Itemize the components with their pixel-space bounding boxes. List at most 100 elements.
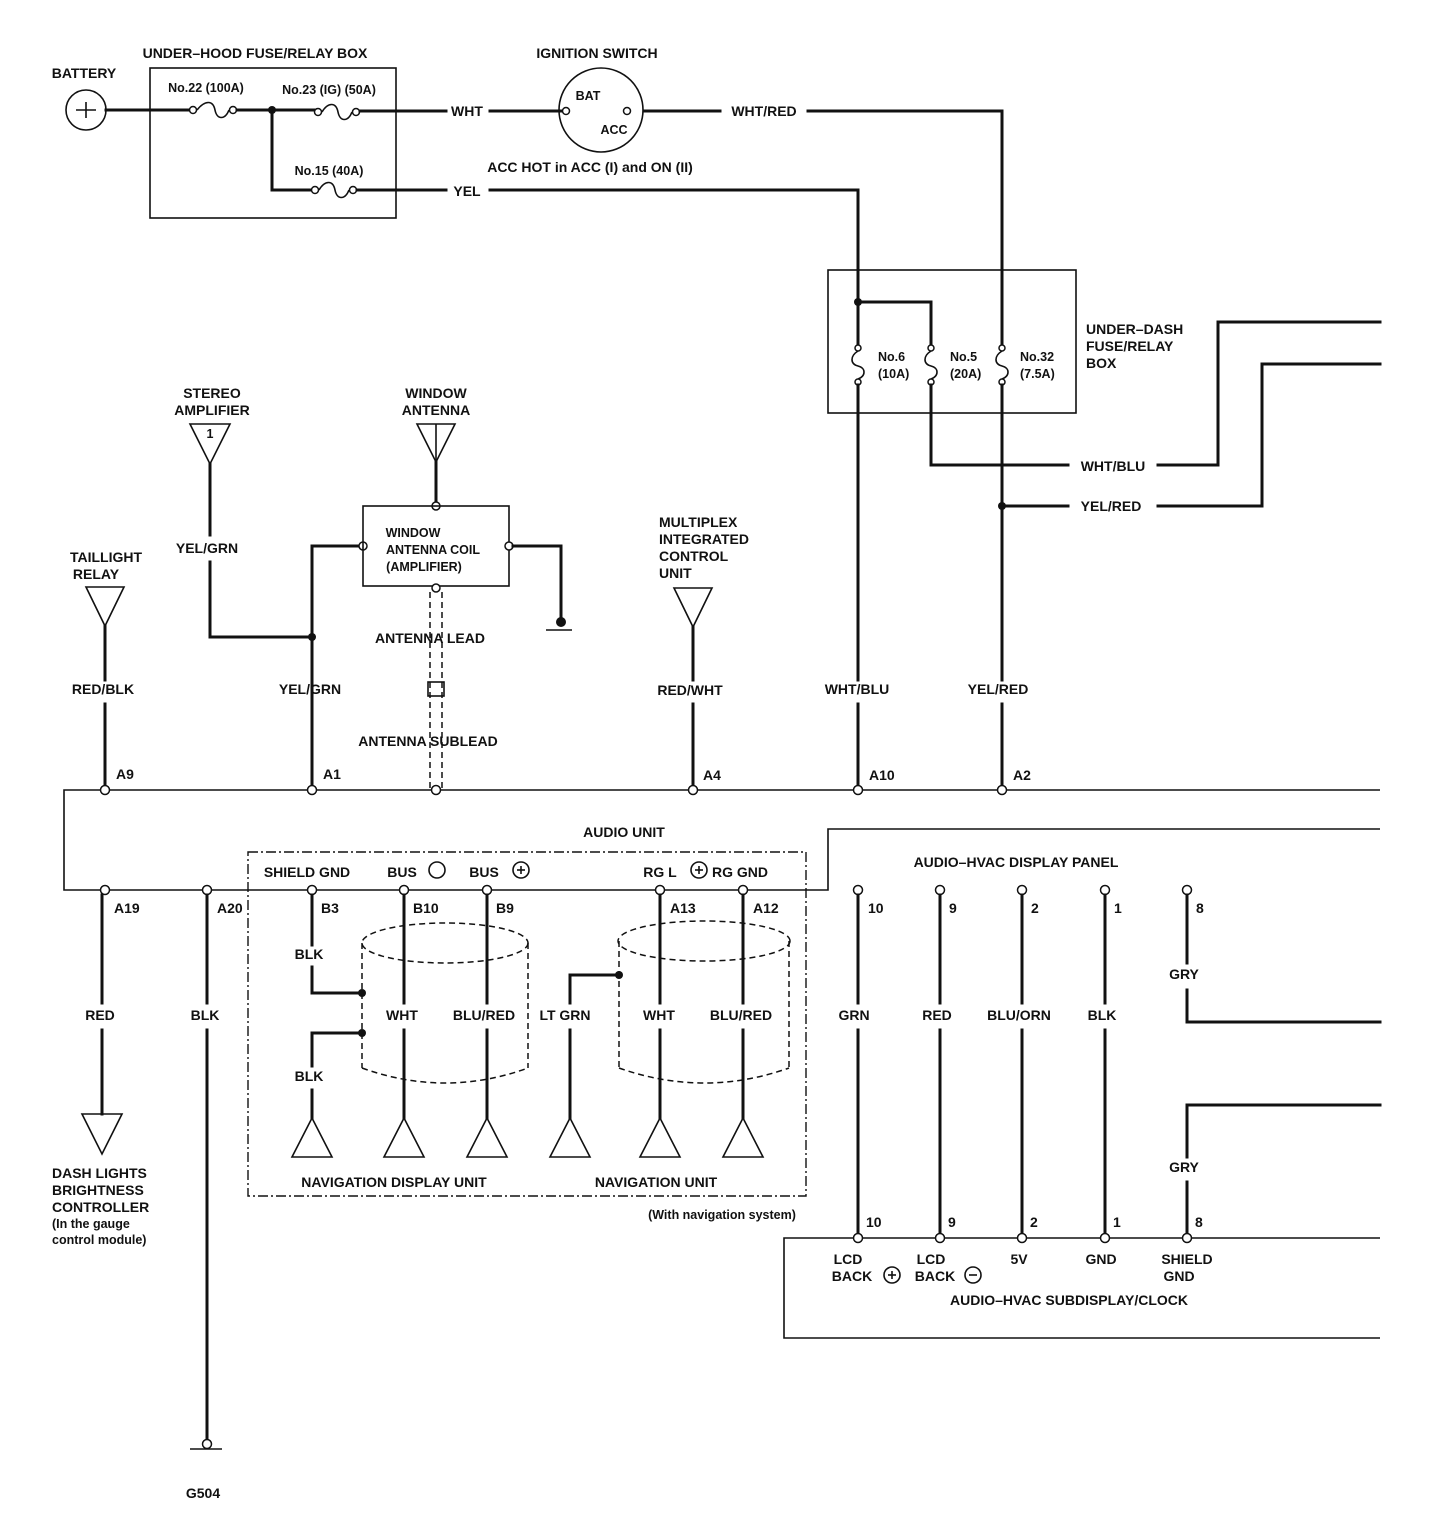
dash-lights-label-1: DASH LIGHTS <box>52 1165 147 1181</box>
dash-lights-connector <box>80 1113 124 1156</box>
wire-label-blk-a20: BLK <box>191 1007 220 1023</box>
micu-label-4: UNIT <box>659 565 692 581</box>
wire-label-yel-grn-a1: YEL/GRN <box>279 681 341 697</box>
pin-9-top: 9 <box>949 900 957 916</box>
window-antenna: WINDOW ANTENNA <box>402 385 470 464</box>
wire-label-blk-b3: BLK <box>295 946 324 962</box>
fuse-32-label-2: (7.5A) <box>1020 367 1055 381</box>
shield-gnd-label-1: SHIELD <box>1161 1251 1212 1267</box>
wire-label-gry-top: GRY <box>1169 966 1199 982</box>
subdisplay-label: AUDIO–HVAC SUBDISPLAY/CLOCK <box>950 1292 1188 1308</box>
hvac-display-panel-label: AUDIO–HVAC DISPLAY PANEL <box>914 854 1119 870</box>
window-antenna-coil: WINDOW ANTENNA COIL (AMPLIFIER) <box>362 505 510 587</box>
antenna-sublead-label: ANTENNA SUBLEAD <box>358 733 497 749</box>
dash-lights-controller: DASH LIGHTS BRIGHTNESS CONTROLLER (In th… <box>52 1165 149 1247</box>
shielded-cable-1 <box>361 922 529 1084</box>
pin-a2: A2 <box>1013 767 1031 783</box>
pin-a1: A1 <box>323 766 341 782</box>
audio-hvac-subdisplay: AUDIO–HVAC SUBDISPLAY/CLOCK <box>783 1237 1380 1339</box>
under-dash-fuse-box: UNDER–DASH FUSE/RELAY BOX <box>827 269 1183 414</box>
micu-label-2: INTEGRATED <box>659 531 749 547</box>
wire-label-yel-red-a2: YEL/RED <box>968 681 1029 697</box>
wire-label-wht: WHT <box>451 103 483 119</box>
fuse-6-label-2: (10A) <box>878 367 909 381</box>
under-dash-label-1: UNDER–DASH <box>1086 321 1183 337</box>
shielded-cable-2 <box>617 920 791 1084</box>
wire-label-wht-b10: WHT <box>386 1007 418 1023</box>
dash-lights-label-3: CONTROLLER <box>52 1199 149 1215</box>
pin-label-shield-gnd: SHIELD GND <box>264 864 350 880</box>
wire-label-gry-bottom: GRY <box>1169 1159 1199 1175</box>
navigation-system-box <box>247 851 807 1197</box>
under-dash-label-2: FUSE/RELAY <box>1086 338 1174 354</box>
nav-unit-label: NAVIGATION UNIT <box>595 1174 718 1190</box>
pin-label-rg-gnd: RG GND <box>712 864 768 880</box>
fuse-22-symbol <box>188 101 238 119</box>
battery-label: BATTERY <box>52 65 117 81</box>
wire-label-blu-orn: BLU/ORN <box>987 1007 1051 1023</box>
pin-a13: A13 <box>670 900 696 916</box>
wire-label-red-wht: RED/WHT <box>657 682 723 698</box>
under-hood-box-label: UNDER–HOOD FUSE/RELAY BOX <box>143 45 368 61</box>
fuse-5-label-1: No.5 <box>950 350 977 364</box>
battery: BATTERY <box>52 65 117 131</box>
pin-2-bottom: 2 <box>1030 1214 1038 1230</box>
lcd-back-pos-label-2: BACK <box>832 1268 872 1284</box>
wire-label-lt-grn: LT GRN <box>539 1007 590 1023</box>
fuse-23-symbol <box>313 103 361 121</box>
ignition-acc-label: ACC <box>600 123 627 137</box>
ground-g504-label: G504 <box>186 1485 220 1501</box>
pin-a20: A20 <box>217 900 243 916</box>
fuse-22-label: No.22 (100A) <box>168 81 244 95</box>
dash-lights-label-4: (In the gauge <box>52 1217 130 1231</box>
audio-unit-label: AUDIO UNIT <box>583 824 665 840</box>
lcd-back-neg-label-1: LCD <box>917 1251 946 1267</box>
shield-gnd-label-2: GND <box>1163 1268 1194 1284</box>
pin-a4: A4 <box>703 767 721 783</box>
wire-label-blk-nav: BLK <box>295 1068 324 1084</box>
dash-lights-label-2: BRIGHTNESS <box>52 1182 144 1198</box>
ignition-switch-label: IGNITION SWITCH <box>536 45 657 61</box>
pin-a10: A10 <box>869 767 895 783</box>
minus-sign-icon <box>964 1266 982 1284</box>
under-hood-fuse-box: UNDER–HOOD FUSE/RELAY BOX No.22 (100A) N… <box>143 45 397 219</box>
stereo-amp-label-1: STEREO <box>183 385 241 401</box>
pin-8-bottom: 8 <box>1195 1214 1203 1230</box>
pin-label-5v: 5V <box>1010 1251 1028 1267</box>
pin-a9: A9 <box>116 766 134 782</box>
wire-label-red-blk: RED/BLK <box>72 681 134 697</box>
stereo-amplifier: STEREO AMPLIFIER 1 <box>174 385 250 466</box>
pin-label-gnd: GND <box>1085 1251 1116 1267</box>
antenna-coil-label-3: (AMPLIFIER) <box>386 560 462 574</box>
taillight-relay-label-1: TAILLIGHT <box>70 549 143 565</box>
wire-label-yel: YEL <box>453 183 481 199</box>
wire-label-grn: GRN <box>838 1007 869 1023</box>
pin-label-rg-l: RG L <box>643 864 677 880</box>
wire-label-blu-red-b9: BLU/RED <box>453 1007 515 1023</box>
fuse-6-symbol: No.6 (10A) <box>851 344 909 386</box>
stereo-amp-label-2: AMPLIFIER <box>174 402 249 418</box>
pin-10-bottom: 10 <box>866 1214 882 1230</box>
fuse-5-symbol: No.5 (20A) <box>924 344 981 386</box>
dash-lights-label-5: control module) <box>52 1233 146 1247</box>
plus-sign-icon <box>883 1266 901 1284</box>
wire-label-wht-a13: WHT <box>643 1007 675 1023</box>
stereo-amp-pin: 1 <box>207 427 214 441</box>
wire-label-yel-red-right: YEL/RED <box>1081 498 1142 514</box>
fuse-5-label-2: (20A) <box>950 367 981 381</box>
fuse-15-symbol <box>310 181 358 199</box>
window-antenna-label-2: ANTENNA <box>402 402 470 418</box>
pin-a12: A12 <box>753 900 779 916</box>
fuse-15-label: No.15 (40A) <box>295 164 364 178</box>
wire-label-red-a19: RED <box>85 1007 115 1023</box>
pin-9-bottom: 9 <box>948 1214 956 1230</box>
ignition-switch: IGNITION SWITCH BAT ACC <box>536 45 658 153</box>
window-antenna-label-1: WINDOW <box>405 385 467 401</box>
pin-10-top: 10 <box>868 900 884 916</box>
wire-label-wht-red: WHT/RED <box>731 103 796 119</box>
pin-label-bus-neg: BUS <box>387 864 417 880</box>
micu-label-1: MULTIPLEX <box>659 514 738 530</box>
pin-1-bottom: 1 <box>1113 1214 1121 1230</box>
nav-display-unit-label: NAVIGATION DISPLAY UNIT <box>301 1174 487 1190</box>
